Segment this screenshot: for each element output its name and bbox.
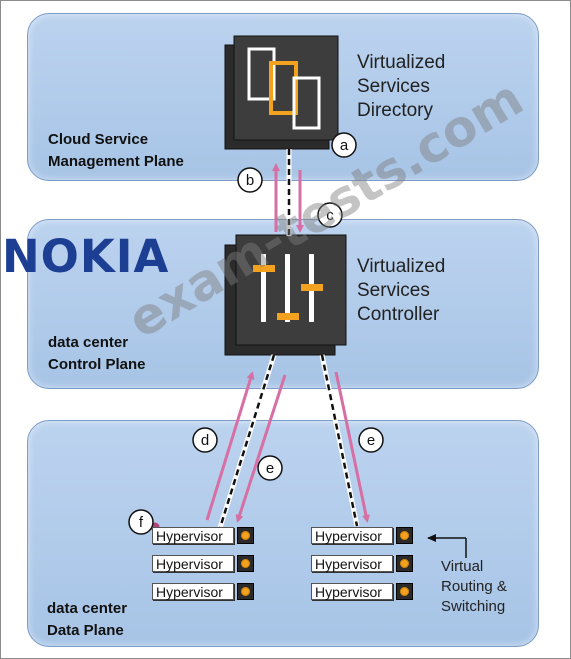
- vsc-right-hypervisor-connection: [319, 354, 370, 527]
- callout-f-label: f: [139, 514, 144, 531]
- vsd-title: Virtualized Services Directory: [357, 51, 445, 123]
- callout-d-label: d: [201, 432, 209, 449]
- vsc-left-hypervisor-connection: [205, 354, 287, 529]
- vsd-title-line3: Directory: [357, 100, 434, 121]
- data-plane-label-line2: Data Plane: [47, 622, 124, 639]
- hypervisor-label: Hypervisor: [152, 555, 234, 572]
- control-plane-label: data center Control Plane: [48, 332, 146, 376]
- hypervisor-label: Hypervisor: [311, 527, 393, 544]
- management-plane-label-line1: Cloud Service: [48, 131, 149, 148]
- hypervisor-label: Hypervisor: [311, 555, 393, 572]
- callout-d: d: [192, 427, 218, 453]
- callout-e-right-label: e: [367, 432, 375, 449]
- vsc-title-line2: Services: [357, 280, 430, 301]
- callout-b: b: [237, 167, 263, 193]
- vsc-title: Virtualized Services Controller: [357, 255, 445, 327]
- vsc-title-line3: Controller: [357, 304, 440, 325]
- control-plane-label-line2: Control Plane: [48, 356, 146, 373]
- callout-a: a: [331, 132, 357, 158]
- callout-a-label: a: [340, 137, 349, 154]
- control-plane-label-line1: data center: [48, 334, 129, 351]
- vsc-icon: [224, 234, 347, 356]
- vsc-title-line1: Virtualized: [357, 256, 446, 277]
- nokia-logo: NOKIA: [2, 230, 170, 283]
- vrs-label-line2: Routing &: [441, 578, 507, 595]
- data-plane: [27, 420, 539, 647]
- hypervisor-label: Hypervisor: [152, 583, 234, 600]
- management-plane-label-line2: Management Plane: [48, 153, 184, 170]
- vrs-gear-icon: [396, 527, 413, 544]
- callout-e-right: e: [358, 427, 384, 453]
- vsd-title-line1: Virtualized: [357, 52, 446, 73]
- vrs-gear-icon: [396, 555, 413, 572]
- callout-b-label: b: [246, 172, 254, 189]
- callout-c: c: [317, 202, 343, 228]
- vrs-label-line3: Switching: [441, 598, 506, 615]
- data-plane-label: data center Data Plane: [47, 598, 127, 642]
- callout-c-label: c: [326, 207, 334, 224]
- vsd-vsc-connection: [272, 149, 304, 236]
- data-plane-label-line1: data center: [47, 600, 128, 617]
- vsd-icon: [224, 35, 339, 150]
- hypervisor-label: Hypervisor: [311, 583, 393, 600]
- vrs-label-line1: Virtual: [441, 558, 484, 575]
- hypervisor-label: Hypervisor: [152, 527, 234, 544]
- vrs-gear-icon: [237, 555, 254, 572]
- vrs-gear-icon: [396, 583, 413, 600]
- vrs-label: Virtual Routing & Switching: [441, 557, 507, 617]
- callout-e-left: e: [257, 455, 283, 481]
- vrs-gear-icon: [237, 527, 254, 544]
- vrs-gear-icon: [237, 583, 254, 600]
- callout-e-left-label: e: [266, 460, 274, 477]
- vsd-title-line2: Services: [357, 76, 430, 97]
- management-plane-label: Cloud Service Management Plane: [48, 129, 184, 173]
